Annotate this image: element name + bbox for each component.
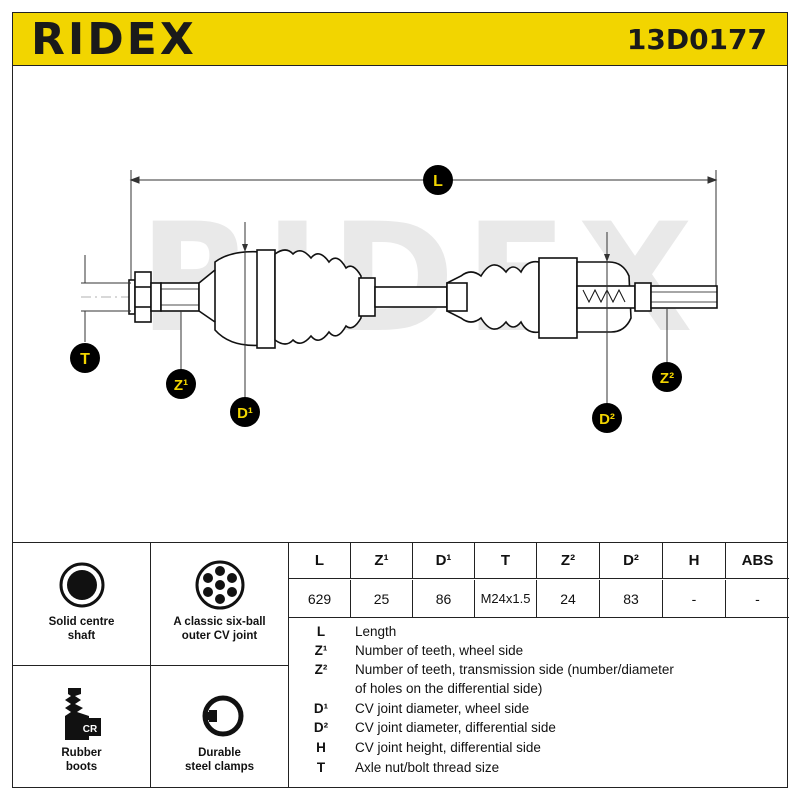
spec-value: M24x1.5 <box>475 580 537 617</box>
spec-header: D¹ <box>413 543 475 578</box>
legend: L Length Z¹ Number of teeth, wheel side … <box>289 617 789 789</box>
dimension-t <box>81 255 131 342</box>
spec-header: H <box>663 543 726 578</box>
driveshaft-outline <box>128 249 718 349</box>
svg-text:Z¹: Z¹ <box>174 377 188 394</box>
drawing-frame: RIDEX <box>12 66 788 542</box>
svg-text:L: L <box>433 173 443 190</box>
spec-value: 25 <box>351 580 413 617</box>
svg-text:CR: CR <box>83 724 98 735</box>
callout-t: T <box>70 343 100 373</box>
spec-header: T <box>475 543 537 578</box>
spec-header: L <box>289 543 351 578</box>
brand-logo: RIDEX <box>31 14 197 65</box>
spec-header: Z¹ <box>351 543 413 578</box>
callout-d2: D² <box>592 403 622 433</box>
callout-l: L <box>423 165 453 195</box>
six-ball-joint-icon <box>195 560 245 610</box>
callout-z2: Z² <box>652 362 682 392</box>
spec-header: Z² <box>537 543 600 578</box>
feature-divider <box>13 665 289 666</box>
svg-text:Z²: Z² <box>660 370 674 387</box>
callout-d1: D¹ <box>230 397 260 427</box>
spec-value: 24 <box>537 580 600 617</box>
part-number: 13D0177 <box>626 23 767 56</box>
spec-header: D² <box>600 543 663 578</box>
spec-header: ABS <box>741 552 774 569</box>
svg-text:T: T <box>80 351 90 368</box>
spec-value: 83 <box>600 580 663 617</box>
header-bar: RIDEX 13D0177 <box>12 12 788 66</box>
spec-value-row: 629 25 86 M24x1.5 24 83 - - <box>289 580 789 617</box>
spec-value: - <box>663 580 726 617</box>
rubber-boot-icon: CR <box>65 688 101 740</box>
spec-value: - <box>755 590 760 607</box>
svg-text:D¹: D¹ <box>237 405 253 422</box>
steel-clamp-icon <box>202 695 244 737</box>
svg-text:D²: D² <box>599 411 615 428</box>
spec-value: 86 <box>413 580 475 617</box>
callout-z1: Z¹ <box>166 369 196 399</box>
spec-value: 629 <box>289 580 351 617</box>
solid-circle-icon <box>59 562 105 608</box>
spec-header-row: L Z¹ D¹ T Z² D² H ABS <box>289 543 789 579</box>
